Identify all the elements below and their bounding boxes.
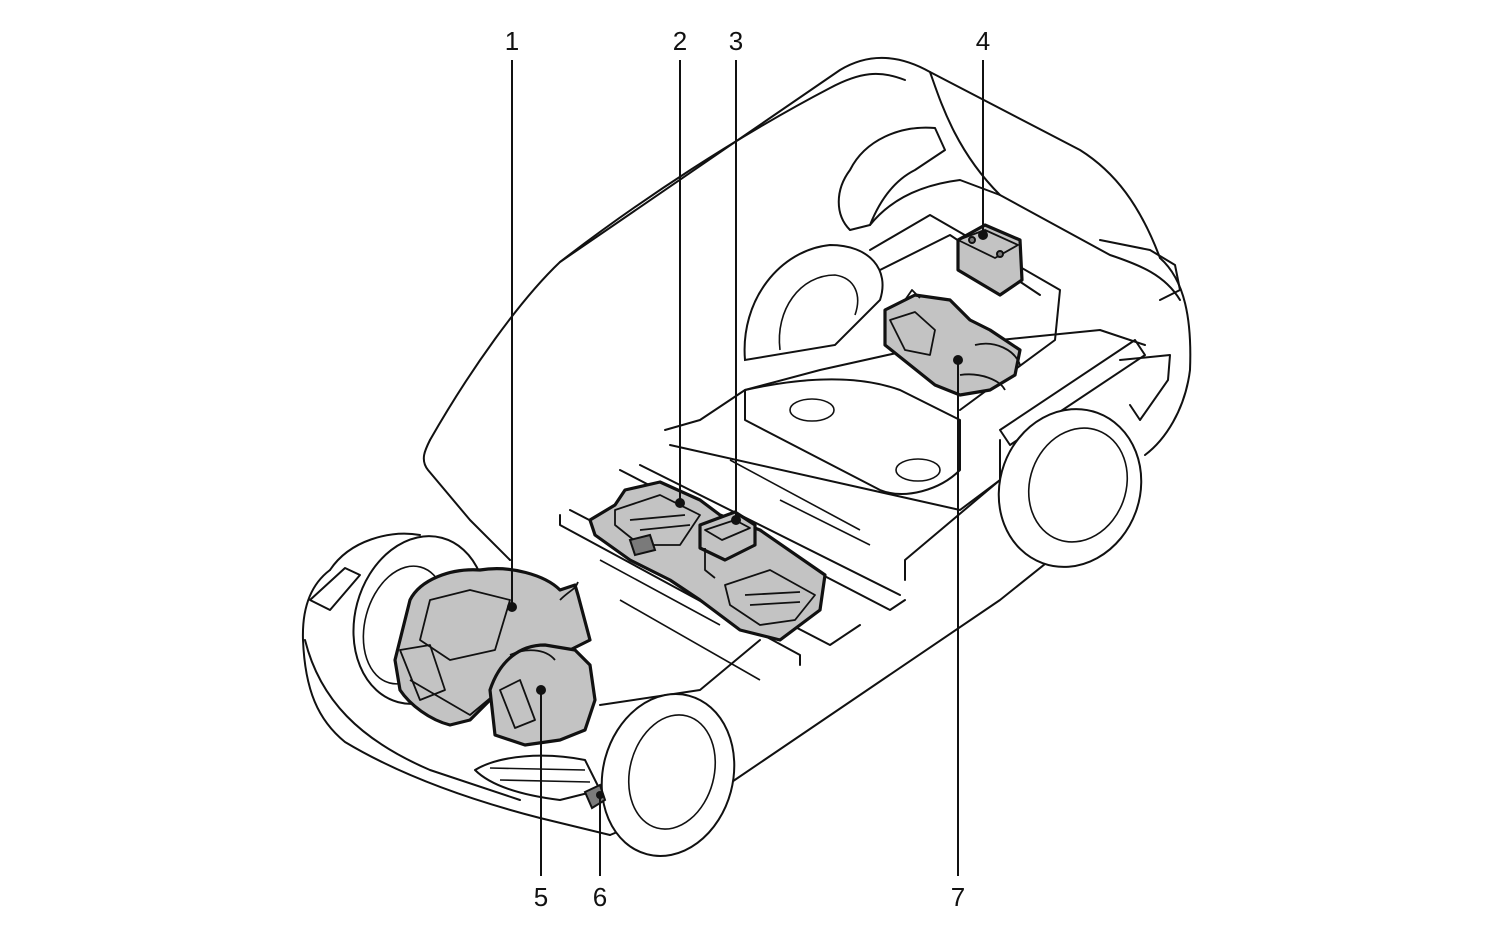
component-3-cable	[704, 548, 716, 579]
component-7-rear-unit	[883, 289, 1022, 397]
floor-seam-4	[779, 499, 871, 546]
callout-number-4: 4	[976, 26, 990, 56]
callout-number-6: 6	[593, 882, 607, 912]
leader-dot-7	[953, 355, 963, 365]
component-3-top	[704, 519, 751, 541]
callout-6: 6	[593, 791, 607, 912]
wheel-front-near	[600, 693, 736, 857]
callout-number-5: 5	[534, 882, 548, 912]
rear-crossbar	[999, 339, 1146, 446]
component-5-ring	[509, 649, 556, 661]
rear-bumper	[1119, 354, 1171, 421]
component-5-shape	[488, 643, 597, 747]
component-2-connector	[628, 533, 657, 557]
component-2-shape	[588, 480, 827, 642]
component-7-box	[889, 311, 936, 356]
hood-line	[329, 532, 421, 571]
rear-sidebar	[904, 439, 1001, 581]
leader-dot-2	[675, 498, 685, 508]
component-2-line-4	[749, 601, 801, 606]
floor-hole-2	[895, 458, 941, 482]
crossmember	[664, 329, 1146, 431]
grille-bar-2	[499, 779, 591, 783]
callout-4: 4	[976, 26, 990, 240]
component-1-cover	[419, 589, 511, 661]
floor-seam-2	[619, 599, 761, 681]
component-1-box	[399, 644, 446, 701]
cargo-floor	[869, 214, 1061, 411]
component-5-motor	[488, 643, 597, 747]
component-7-cable-1	[974, 342, 1021, 366]
rear-quarter	[1144, 257, 1192, 456]
component-4-12v-battery	[956, 223, 1024, 297]
component-4-terminal-a	[968, 236, 976, 244]
callout-7: 7	[951, 355, 965, 912]
component-2-module-b	[724, 569, 816, 626]
seat-back	[837, 126, 946, 231]
wheel-rear-far-rim	[778, 274, 859, 351]
component-2-line-3	[744, 591, 801, 596]
component-2-module-a	[614, 494, 701, 546]
front-nose	[301, 569, 611, 836]
leader-dot-1	[507, 602, 517, 612]
leader-dot-4	[978, 230, 988, 240]
component-1-pipe	[559, 581, 579, 601]
leader-dot-3	[731, 515, 741, 525]
leader-dot-5	[536, 685, 546, 695]
component-1-front-module	[393, 567, 592, 727]
callout-number-2: 2	[673, 26, 687, 56]
component-7-cable-2	[959, 373, 1006, 391]
component-7-bracket	[904, 289, 921, 301]
callout-3: 3	[729, 26, 743, 525]
rear-seat	[869, 179, 1001, 226]
floor-right-rail-2	[639, 464, 901, 596]
callout-number-3: 3	[729, 26, 743, 56]
floor-seam-3	[729, 459, 861, 531]
component-2-line-1	[629, 514, 686, 521]
floor-left-rail	[559, 514, 801, 666]
callout-1: 1	[505, 26, 519, 612]
roof-inner-line	[559, 72, 906, 263]
windshield	[422, 439, 511, 561]
component-7-shape	[883, 293, 1022, 397]
component-4-terminal-b	[996, 250, 1004, 258]
headlight	[309, 567, 361, 611]
component-5-face	[499, 679, 536, 729]
grille	[474, 754, 601, 801]
component-3-junction-box	[698, 510, 757, 579]
wheel-rear-near-rim	[1027, 427, 1129, 543]
component-2-battery	[588, 480, 827, 642]
component-2-line-2	[639, 524, 691, 531]
front-bumper-lower	[304, 639, 521, 801]
wheel-front-near-rim	[627, 714, 717, 830]
wheel-rear-far	[743, 243, 884, 362]
callout-number-1: 1	[505, 26, 519, 56]
floor-seam-1	[599, 559, 721, 626]
floor-hole-1	[789, 398, 835, 422]
wheel-rear-near	[997, 408, 1143, 568]
callout-2: 2	[673, 26, 687, 508]
rear-spoiler	[1099, 239, 1181, 301]
leader-dot-6	[596, 791, 604, 799]
car-body	[301, 56, 1192, 836]
rear-floor	[744, 378, 961, 495]
callout-5: 5	[534, 685, 548, 912]
roof-outline	[429, 56, 1161, 441]
callout-number-7: 7	[951, 882, 965, 912]
component-4-top	[957, 229, 1019, 259]
side-sill-upper	[599, 639, 761, 706]
grille-bar-1	[489, 767, 586, 771]
